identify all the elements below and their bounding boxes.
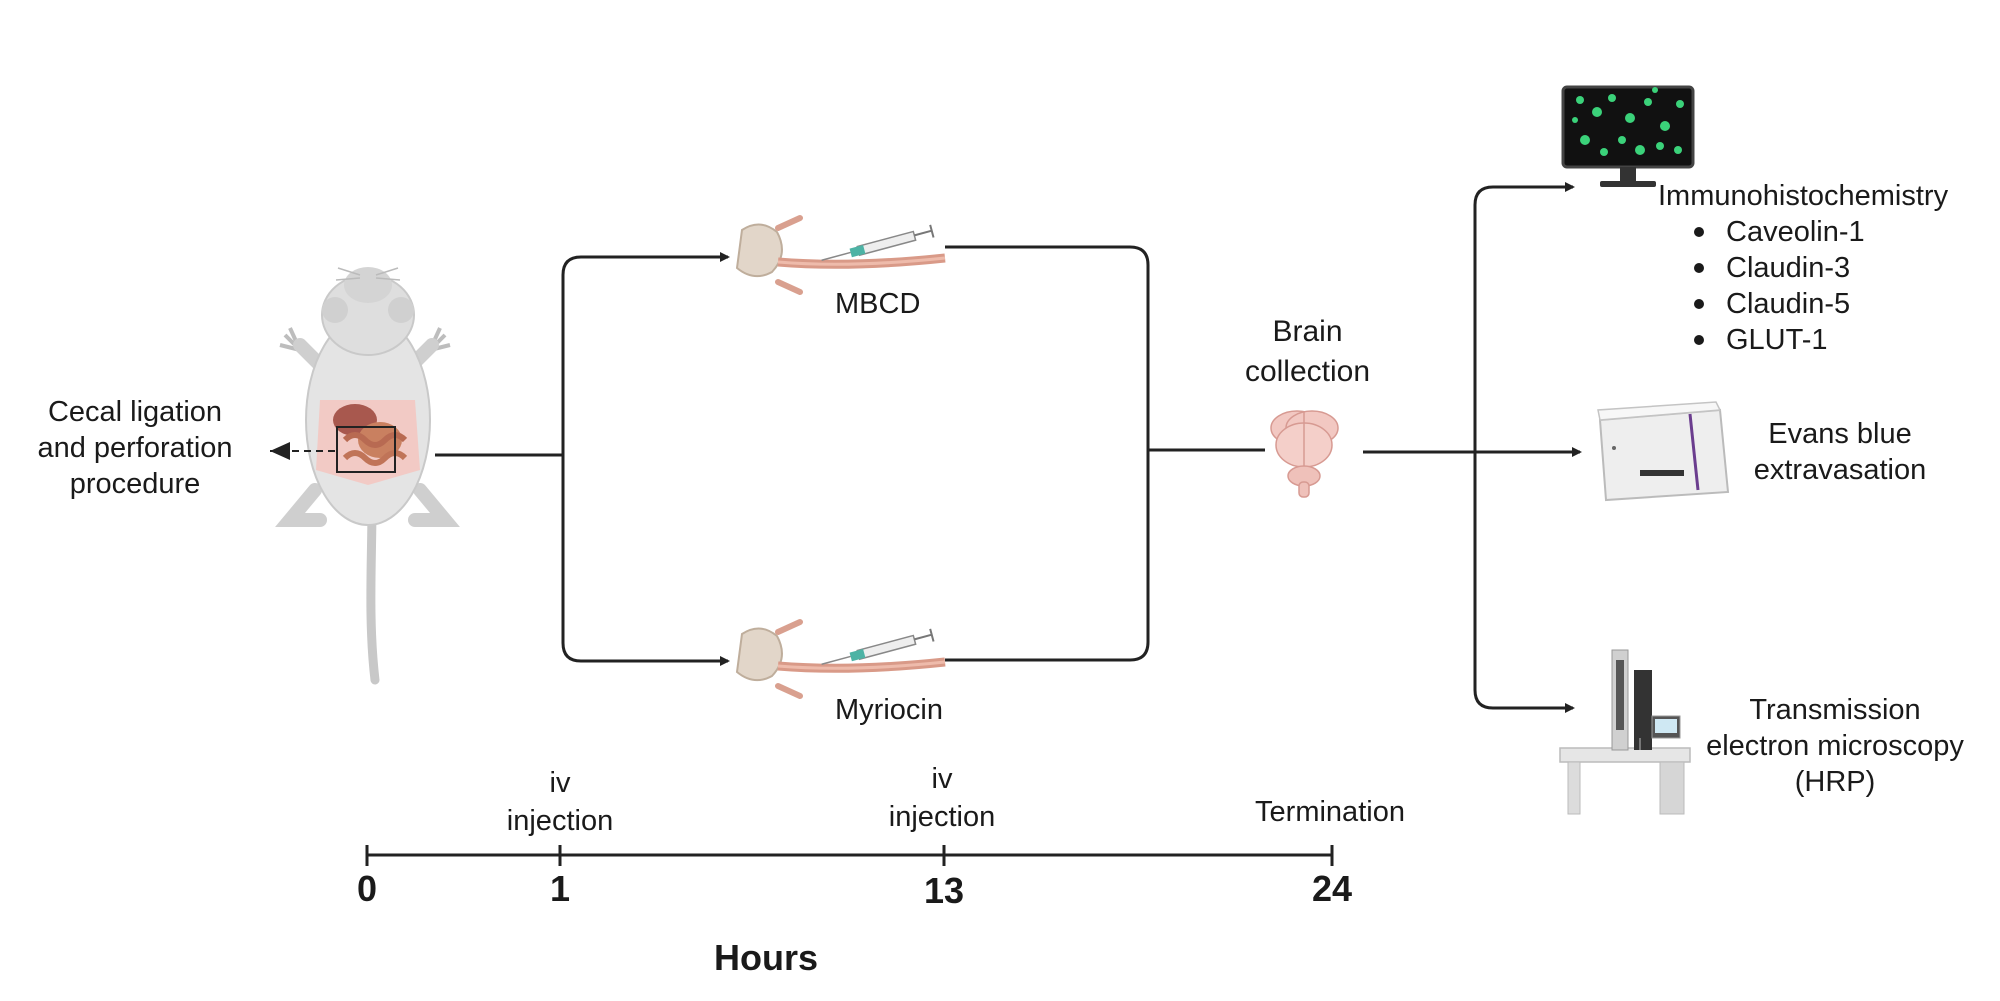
injection-icon-mbcd bbox=[735, 215, 946, 295]
tem-label: Transmission electron microscopy (HRP) bbox=[1706, 694, 1964, 798]
timeline-axis-label: Hours bbox=[714, 937, 819, 978]
timeline-event-iv-injection-1: iv injection bbox=[506, 767, 614, 837]
branch-connectors bbox=[435, 182, 1582, 713]
timeline-tick-label: 1 bbox=[549, 868, 571, 909]
ihc-marker: Claudin-5 bbox=[1686, 286, 1865, 322]
treatment-label-myriocin: Myriocin bbox=[835, 694, 943, 726]
timeline-tick-label: 0 bbox=[356, 868, 378, 909]
procedure-label: Cecal ligation and perforation procedure bbox=[37, 396, 233, 500]
ihc-marker: Caveolin-1 bbox=[1686, 214, 1865, 250]
treatment-label-mbcd: MBCD bbox=[835, 288, 921, 320]
ihc-marker-list: Caveolin-1 Claudin-3 Claudin-5 GLUT-1 bbox=[1686, 214, 1865, 358]
brain-icon bbox=[1270, 410, 1339, 498]
injection-icon-myriocin bbox=[735, 619, 946, 699]
microscopy-monitor-icon bbox=[1561, 85, 1695, 187]
timeline-event-termination: Termination bbox=[1255, 796, 1405, 828]
ihc-marker: GLUT-1 bbox=[1686, 322, 1865, 358]
ihc-title: Immunohistochemistry bbox=[1658, 180, 1949, 212]
evans-blue-label: Evans blue extravasation bbox=[1753, 418, 1927, 486]
timeline-tick-label: 13 bbox=[923, 870, 965, 911]
brain-collection-label: Brain collection bbox=[1244, 315, 1371, 388]
mouse-illustration bbox=[275, 267, 460, 685]
timeline-event-iv-injection-2: iv injection bbox=[888, 763, 996, 833]
ihc-marker: Claudin-3 bbox=[1686, 250, 1865, 286]
electron-microscope-icon bbox=[1559, 649, 1691, 815]
plate-reader-icon bbox=[1597, 401, 1730, 502]
timeline-tick-label: 24 bbox=[1311, 868, 1353, 909]
